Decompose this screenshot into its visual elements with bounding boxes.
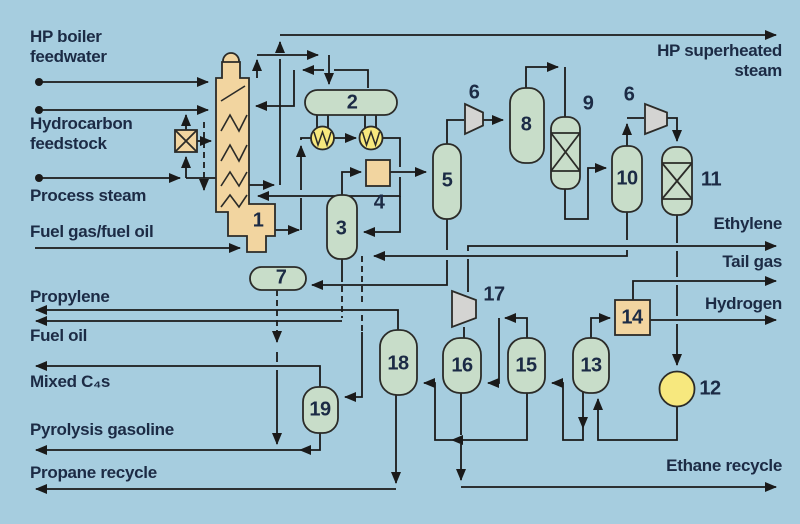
equipment-label-4: 4 [373, 191, 385, 214]
stream-label-fuel-gas-fuel-oil: Fuel gas/fuel oil [30, 222, 154, 241]
equipment-label-11: 11 [700, 168, 722, 191]
valve-icon [174, 129, 198, 153]
equipment-2-steam-drum-shape [304, 89, 398, 116]
heat-exchanger-icon [310, 125, 335, 151]
equipment-label-3: 3 [335, 217, 347, 240]
stream-label-process-steam: Process steam [30, 186, 147, 205]
equipment-5-vessel-shape [432, 143, 462, 220]
line-ethylene [467, 241, 777, 251]
stream-start-dot [35, 106, 43, 114]
equipment-13-vessel-shape [572, 337, 610, 394]
equipment-14-box-shape [614, 299, 651, 336]
equipment-label-9: 9 [582, 92, 594, 115]
line-tail-gas [632, 276, 777, 300]
equipment-label-14: 14 [621, 306, 643, 329]
equipment-label-13: 13 [580, 354, 602, 377]
equipment-17-compressor-icon [451, 289, 477, 329]
stream-start-dot [35, 78, 43, 86]
equipment-label-17: 17 [483, 283, 505, 306]
equipment-label-6b: 6 [623, 83, 635, 106]
equipment-label-19: 19 [309, 398, 331, 421]
equipment-6a-compressor-icon [464, 102, 484, 136]
equipment-label-16: 16 [451, 354, 473, 377]
equipment-10-vessel-shape [611, 145, 643, 213]
stream-label-pyrolysis-gasoline: Pyrolysis gasoline [30, 420, 174, 439]
equipment-1-furnace-shape [215, 52, 276, 253]
stream-label-hp-boiler-feedwater: HP boiler feedwater [30, 27, 107, 67]
line-propylene [35, 305, 399, 330]
equipment-label-8: 8 [520, 113, 532, 136]
equipment-3-vessel-shape [326, 194, 358, 260]
equipment-6b-compressor-icon [644, 102, 668, 136]
stream-label-hp-superheated-steam: HP superheated steam [657, 41, 782, 81]
stream-label-propylene: Propylene [30, 287, 110, 306]
equipment-12-round-unit-shape [658, 370, 696, 408]
equipment-4-box-shape [365, 159, 391, 187]
stream-start-dot [35, 174, 43, 182]
equipment-9-packed-column-shape [550, 116, 581, 190]
equipment-7-drum-shape [249, 266, 307, 291]
stream-label-hydrogen: Hydrogen [705, 294, 782, 313]
stream-label-ethane-recycle: Ethane recycle [666, 456, 782, 475]
equipment-18-vessel-shape [379, 329, 418, 396]
equipment-label-6a: 6 [468, 81, 480, 104]
equipment-label-12: 12 [699, 377, 721, 400]
stream-label-fuel-oil: Fuel oil [30, 326, 88, 345]
furnace-coil-icon [220, 85, 248, 209]
line-mixed-c4s [35, 361, 321, 387]
equipment-label-1: 1 [252, 209, 264, 232]
equipment-label-10: 10 [616, 167, 638, 190]
equipment-label-7: 7 [275, 266, 287, 289]
pipe-lines [35, 30, 777, 494]
equipment-11-packed-column-shape [661, 146, 693, 216]
heat-exchanger-icon [358, 125, 384, 151]
equipment-label-2: 2 [346, 91, 358, 114]
equipment-label-15: 15 [515, 354, 537, 377]
equipment-label-5: 5 [441, 169, 453, 192]
stream-label-mixed-c4s: Mixed C₄s [30, 372, 111, 391]
stream-label-tail-gas: Tail gas [722, 252, 782, 271]
equipment-8-vessel-shape [509, 87, 545, 164]
equipment-label-18: 18 [387, 352, 409, 375]
equipment-19-vessel-shape [302, 386, 339, 434]
equipment-15-vessel-shape [507, 337, 546, 394]
stream-label-propane-recycle: Propane recycle [30, 463, 157, 482]
stream-label-ethylene: Ethylene [713, 214, 783, 233]
equipment-16-vessel-shape [442, 337, 482, 394]
stream-label-hydrocarbon-feedstock: Hydrocarbon feedstock [30, 114, 133, 154]
